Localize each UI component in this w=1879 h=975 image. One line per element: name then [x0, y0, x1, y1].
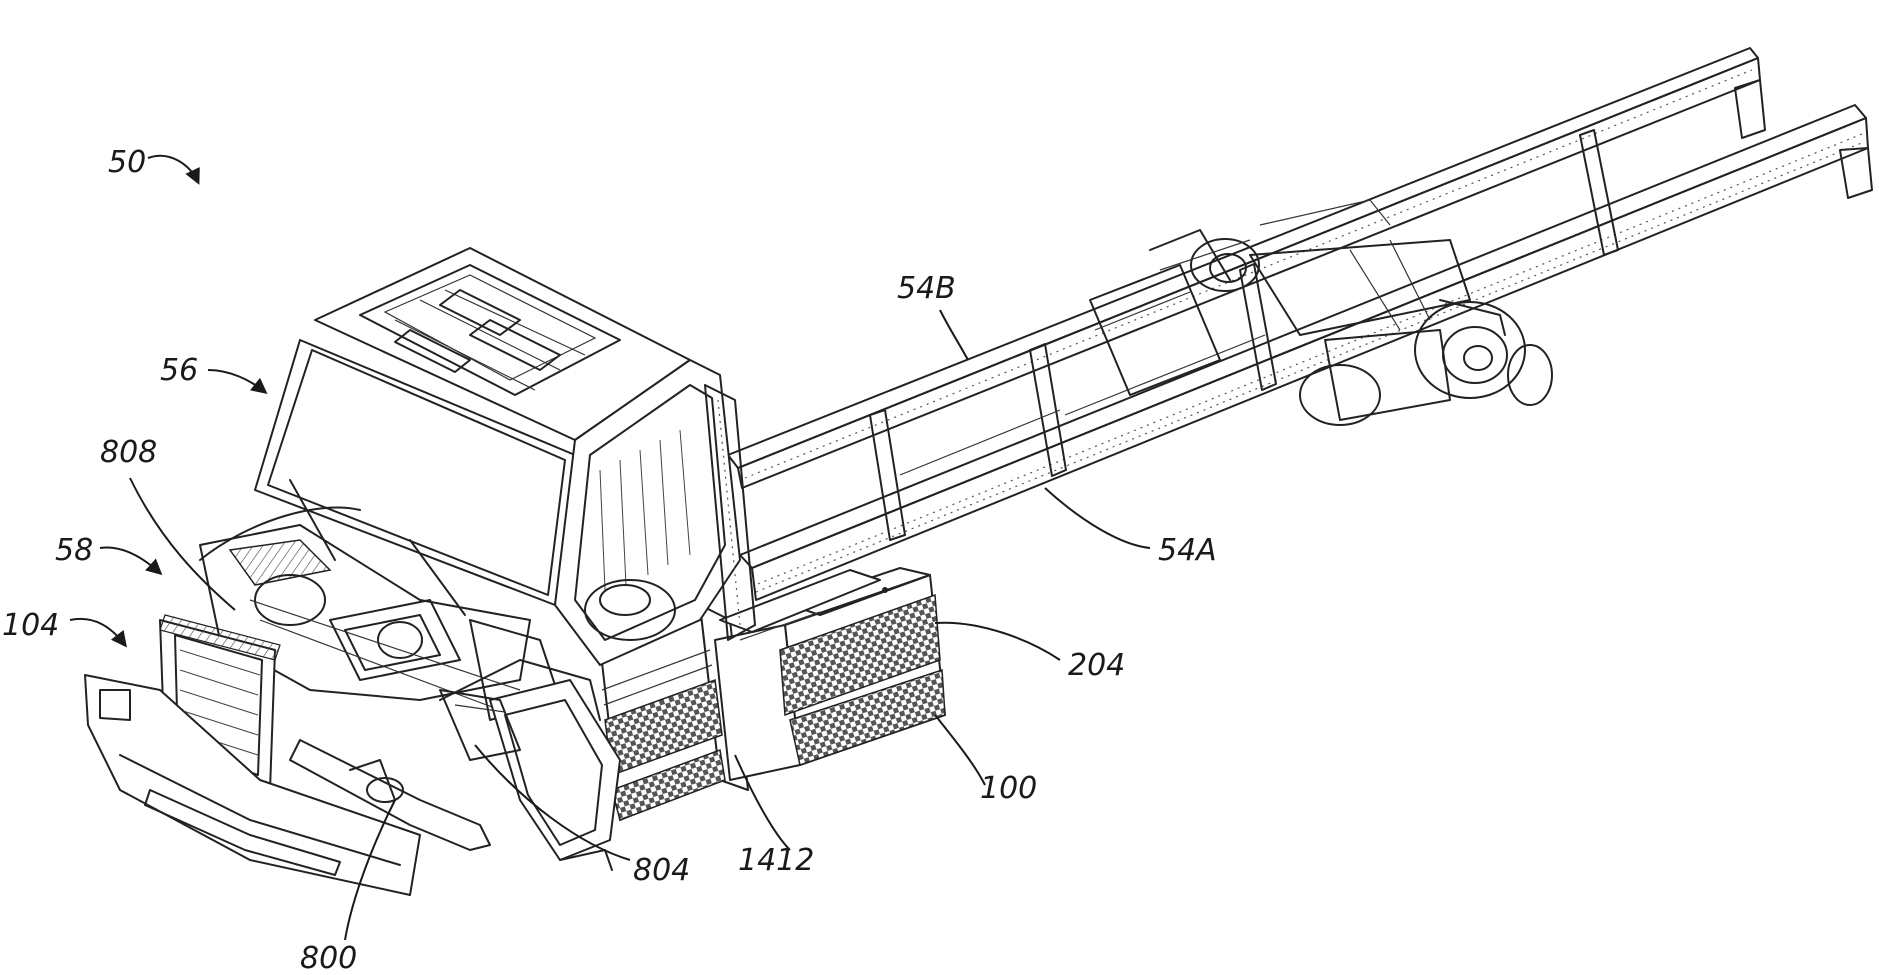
label-104: 104: [2, 608, 59, 643]
label-800: 800: [300, 941, 357, 975]
label-58: 58: [55, 533, 93, 568]
label-54A: 54A: [1158, 533, 1217, 568]
label-100: 100: [980, 771, 1037, 806]
cab-56: [255, 248, 755, 665]
label-808: 808: [100, 435, 157, 470]
rear-axle-assembly: [1150, 200, 1552, 425]
label-56: 56: [160, 353, 198, 388]
frame-rail-54A: [740, 105, 1872, 600]
label-54B: 54B: [897, 271, 956, 306]
front-fender-wheel: [490, 680, 620, 870]
label-804: 804: [633, 853, 690, 888]
label-204: 204: [1068, 648, 1125, 683]
label-50: 50: [108, 145, 146, 180]
label-1412: 1412: [738, 843, 814, 878]
